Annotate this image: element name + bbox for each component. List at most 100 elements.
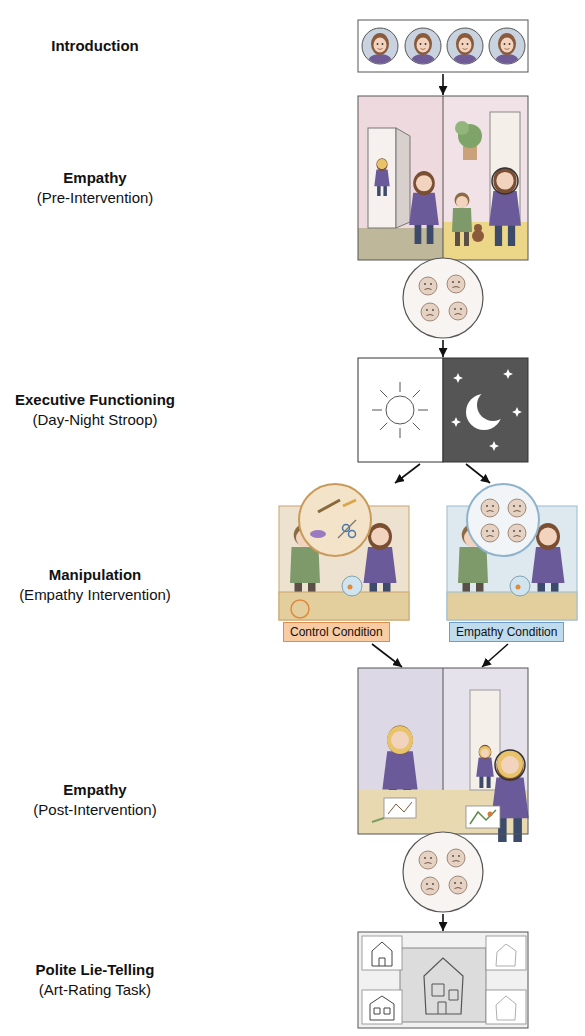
- intro-panel-part: [405, 28, 441, 66]
- post-empathy-panel-part-part: [476, 745, 494, 788]
- pre-empathy-panel-part: [474, 224, 482, 232]
- control-panel-part: [338, 520, 356, 538]
- stroop-panel-part-part: [413, 390, 420, 397]
- pre-empathy-panel-part-part: [409, 171, 439, 244]
- art-rating-panel-part: [496, 996, 516, 1020]
- art-rating-panel-part: [362, 990, 402, 1024]
- post-empathy-panel-part: [466, 806, 500, 828]
- pre-empathy-panel-part: [452, 193, 472, 247]
- post-empathy-panel-part: [470, 810, 496, 824]
- stroop-panel-part: [372, 382, 428, 438]
- art-rating-panel: [358, 932, 528, 1028]
- condition-label: Empathy Condition: [449, 622, 564, 642]
- pre-empathy-panel-part: [421, 303, 439, 321]
- pre-empathy-panel-part-part: [489, 168, 521, 246]
- empathy-intervention-panel-part: [447, 592, 577, 620]
- pre-empathy-panel-part: [492, 168, 518, 194]
- stroop-panel-part: [386, 396, 414, 424]
- post-empathy-panel-part: [488, 812, 493, 817]
- post-empathy-panel-part: [470, 690, 500, 790]
- art-rating-panel-part: [400, 948, 486, 1022]
- stage-subtitle: (Post-Intervention): [33, 800, 156, 820]
- post-empathy-panel-part: [449, 876, 467, 894]
- stroop-panel: [358, 358, 528, 462]
- flow-arrow: [466, 464, 490, 483]
- stage-title: Empathy: [33, 780, 156, 800]
- condition-panel: Empathy Condition: [447, 484, 583, 642]
- pre-empathy-panel-part: [368, 128, 396, 228]
- pre-empathy-panel-part: [489, 168, 521, 246]
- stroop-panel-part-part: [380, 390, 387, 397]
- post-empathy-panel-part: [384, 798, 416, 818]
- pre-empathy-panel-part: [455, 121, 469, 135]
- stroop-panel-part: [489, 441, 499, 451]
- stage-heading: Introduction: [51, 36, 138, 56]
- stroop-panel-part: [453, 373, 463, 383]
- flow-arrow: [482, 644, 508, 667]
- pre-empathy-panel-part: [358, 96, 528, 260]
- stroop-panel-part: [451, 417, 461, 427]
- stroop-panel-part: [503, 369, 513, 379]
- post-empathy-panel-part: [421, 877, 439, 895]
- art-rating-panel-part: [486, 936, 526, 970]
- stroop-panel-part-part: [400, 428, 401, 438]
- pre-empathy-panel-part: [396, 128, 410, 228]
- stage-title: Empathy: [37, 168, 154, 188]
- post-empathy-panel-part: [481, 749, 489, 757]
- stroop-panel-part: [512, 407, 522, 417]
- stage-title: Executive Functioning: [15, 390, 175, 410]
- art-rating-panel-part: [432, 984, 458, 1014]
- art-rating-panel-part: [496, 944, 516, 966]
- control-panel-part: [348, 585, 353, 590]
- post-empathy-panel-part: [479, 746, 491, 758]
- post-empathy-panel: [358, 668, 529, 912]
- control-panel: [279, 484, 409, 620]
- empathy-intervention-panel-part: [508, 524, 526, 542]
- flow-arrow: [395, 464, 420, 483]
- stage-heading: Executive Functioning(Day-Night Stroop): [15, 390, 175, 430]
- empathy-intervention-panel-part: [467, 484, 539, 556]
- pre-empathy-panel-part: [377, 159, 387, 169]
- control-panel-part: [310, 530, 326, 538]
- stage-panel: Empathy(Pre-Intervention): [358, 96, 528, 338]
- intro-panel: [358, 20, 528, 72]
- control-panel-part: [349, 531, 356, 538]
- post-empathy-panel-part: [403, 832, 483, 912]
- post-empathy-panel-part: [443, 668, 444, 790]
- intro-panel-part: [362, 28, 398, 66]
- art-rating-panel-part: [370, 996, 394, 1020]
- stage-panel: Executive Functioning(Day-Night Stroop): [358, 358, 528, 462]
- condition-label: Control Condition: [283, 622, 390, 642]
- stage-subtitle: (Art-Rating Task): [36, 980, 155, 1000]
- flow-arrow: [442, 340, 444, 357]
- art-rating-panel-part: [424, 958, 463, 1014]
- pre-empathy-panel-part-part: [374, 158, 389, 196]
- stage-subtitle: (Empathy Intervention): [19, 585, 171, 605]
- stroop-panel-part-part: [418, 410, 428, 411]
- empathy-intervention-panel-part: [481, 524, 499, 542]
- intro-panel-part: [358, 20, 528, 72]
- empathy-intervention-panel-part: [508, 499, 526, 517]
- post-empathy-panel-part: [495, 750, 525, 780]
- post-empathy-panel-part: [388, 802, 412, 814]
- post-empathy-panel-part: [372, 818, 384, 822]
- intro-panel-part: [489, 28, 525, 66]
- stage-heading: Empathy(Post-Intervention): [33, 780, 156, 820]
- stage-heading: Polite Lie-Telling(Art-Rating Task): [36, 960, 155, 1000]
- art-rating-panel-part: [372, 942, 392, 966]
- condition-panel: Control Condition: [279, 484, 409, 642]
- empathy-intervention-panel-part: [516, 585, 521, 590]
- empathy-intervention-panel-part: [510, 576, 530, 596]
- stage-panel: Empathy(Post-Intervention): [358, 668, 528, 912]
- post-empathy-panel-part: [358, 668, 528, 834]
- stroop-panel-part: [477, 389, 509, 421]
- control-panel-part: [343, 500, 356, 506]
- stage-panel: Polite Lie-Telling(Art-Rating Task): [358, 932, 528, 1028]
- pre-empathy-panel-part: [358, 96, 443, 260]
- art-rating-panel-part: [486, 990, 526, 1024]
- pre-empathy-panel-part: [374, 158, 389, 196]
- post-empathy-panel-part: [476, 745, 494, 788]
